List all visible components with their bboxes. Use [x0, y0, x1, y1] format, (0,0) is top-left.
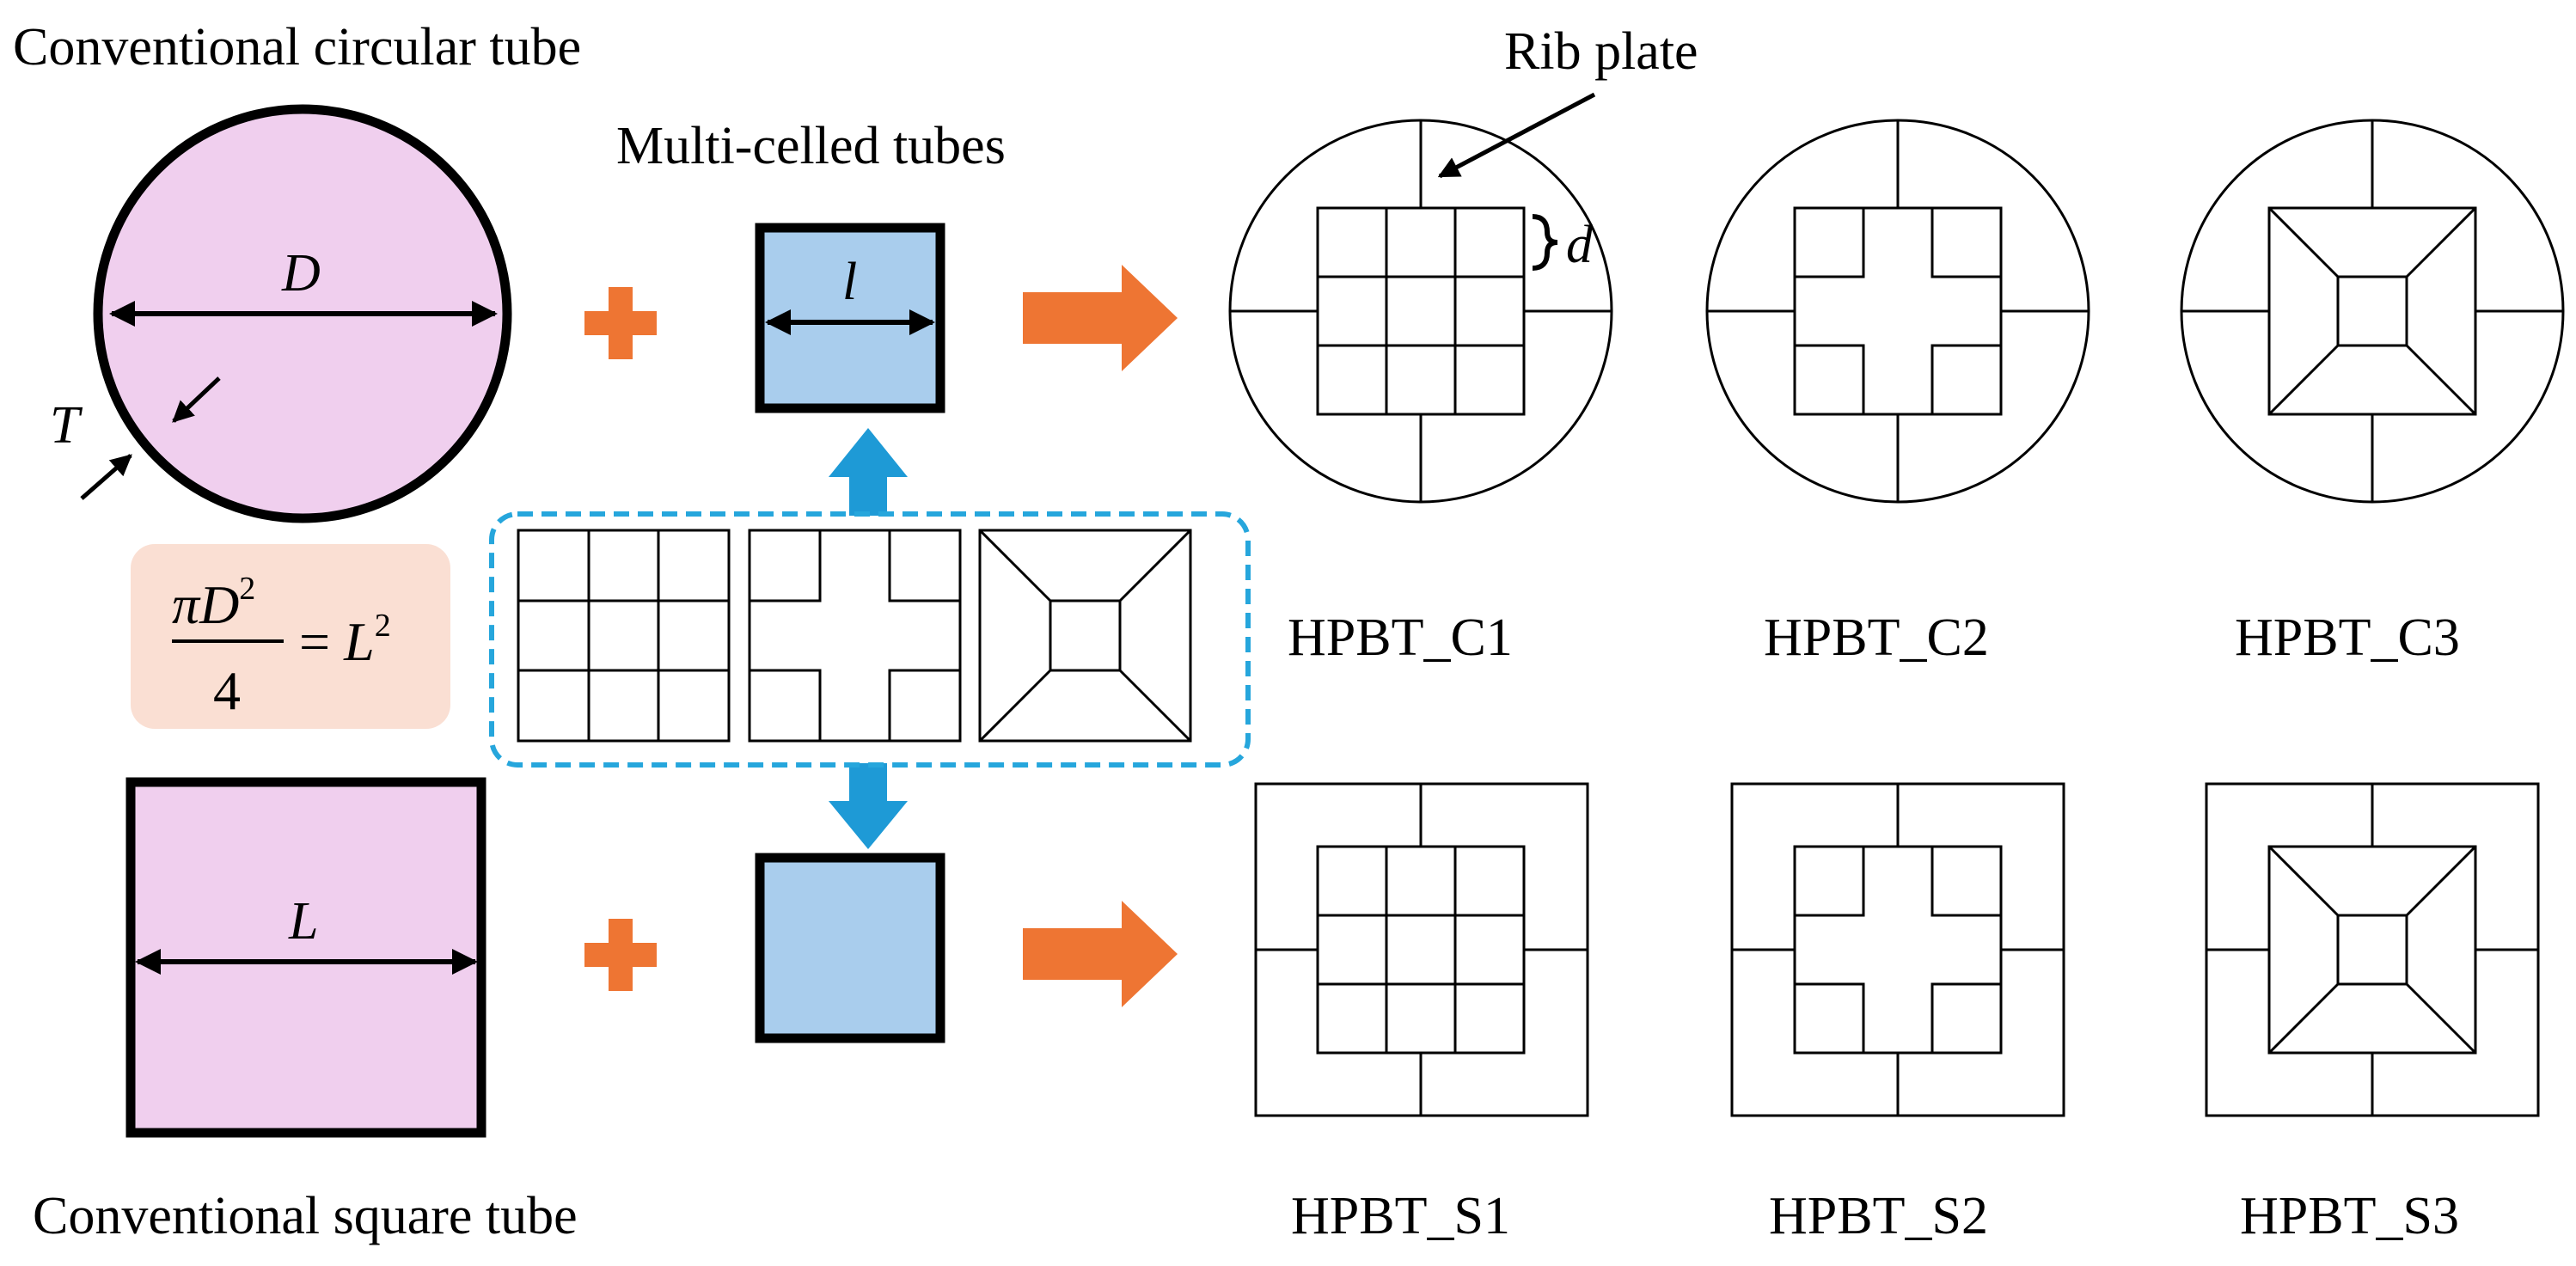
- square-tube-label: Conventional square tube: [33, 1187, 578, 1245]
- square-tube: L: [125, 777, 486, 1138]
- eq-l-exponent: 2: [375, 608, 391, 644]
- thickness-arrow-outer: [172, 376, 221, 423]
- design-hpbt-s1: [1254, 782, 1589, 1117]
- svg-text:πD2: πD2: [172, 571, 255, 635]
- multi-cell-square-bottom: [755, 853, 945, 1043]
- circular-tube-label: Conventional circular tube: [13, 18, 581, 76]
- pattern-pyramid: [978, 529, 1192, 743]
- plus-icon-top: [584, 287, 657, 359]
- label-hpbt-c3: HPBT_C3: [2235, 609, 2460, 667]
- svg-text:= L2: = L2: [299, 608, 391, 672]
- circular-tube: D T: [50, 104, 512, 523]
- design-hpbt-c3: [2180, 119, 2565, 504]
- eq-pi: π: [172, 574, 201, 635]
- thickness-symbol: T: [50, 396, 83, 455]
- design-hpbt-c1: d: [1228, 92, 1613, 504]
- plus-icon-bottom: [584, 919, 657, 991]
- eq-denominator: 4: [213, 660, 241, 721]
- rib-plate-label: Rib plate: [1504, 22, 1698, 81]
- square-tube-shape: [125, 777, 486, 1138]
- thickness-d-symbol: d: [1566, 216, 1594, 274]
- label-hpbt-c2: HPBT_C2: [1764, 609, 1989, 667]
- pattern-cross: [748, 529, 962, 743]
- label-hpbt-c1: HPBT_C1: [1288, 609, 1513, 667]
- area-equation: πD2 4 = L2: [131, 544, 450, 729]
- label-hpbt-s3: HPBT_S3: [2240, 1187, 2459, 1245]
- rib-plate-arrow: [1437, 92, 1596, 179]
- pattern-grid-3x3: [517, 529, 731, 743]
- label-hpbt-s1: HPBT_S1: [1291, 1187, 1510, 1245]
- label-hpbt-s2: HPBT_S2: [1769, 1187, 1988, 1245]
- eq-d-exponent: 2: [239, 571, 255, 607]
- cell-width-symbol: l: [842, 253, 857, 311]
- eq-d: D: [199, 574, 239, 635]
- thickness-d-brace: [1532, 214, 1558, 271]
- blue-arrow-down: [829, 763, 908, 849]
- design-hpbt-s3: [2205, 782, 2540, 1117]
- side-length-symbol: L: [288, 892, 318, 951]
- eq-equals: =: [299, 611, 344, 672]
- orange-arrow-bottom: [1023, 901, 1178, 1007]
- multi-celled-label: Multi-celled tubes: [616, 117, 1006, 175]
- design-hpbt-s2: [1730, 782, 2065, 1117]
- orange-arrow-top: [1023, 265, 1178, 371]
- blue-arrow-up: [829, 428, 908, 516]
- design-hpbt-c2: [1705, 119, 2090, 504]
- thickness-arrow-inner: [80, 454, 132, 500]
- multi-cell-tube-top: l: [755, 223, 945, 413]
- diameter-symbol: D: [281, 244, 321, 303]
- eq-l: L: [343, 611, 375, 672]
- cell-pattern-group: [489, 511, 1251, 768]
- equation-box: [131, 544, 450, 729]
